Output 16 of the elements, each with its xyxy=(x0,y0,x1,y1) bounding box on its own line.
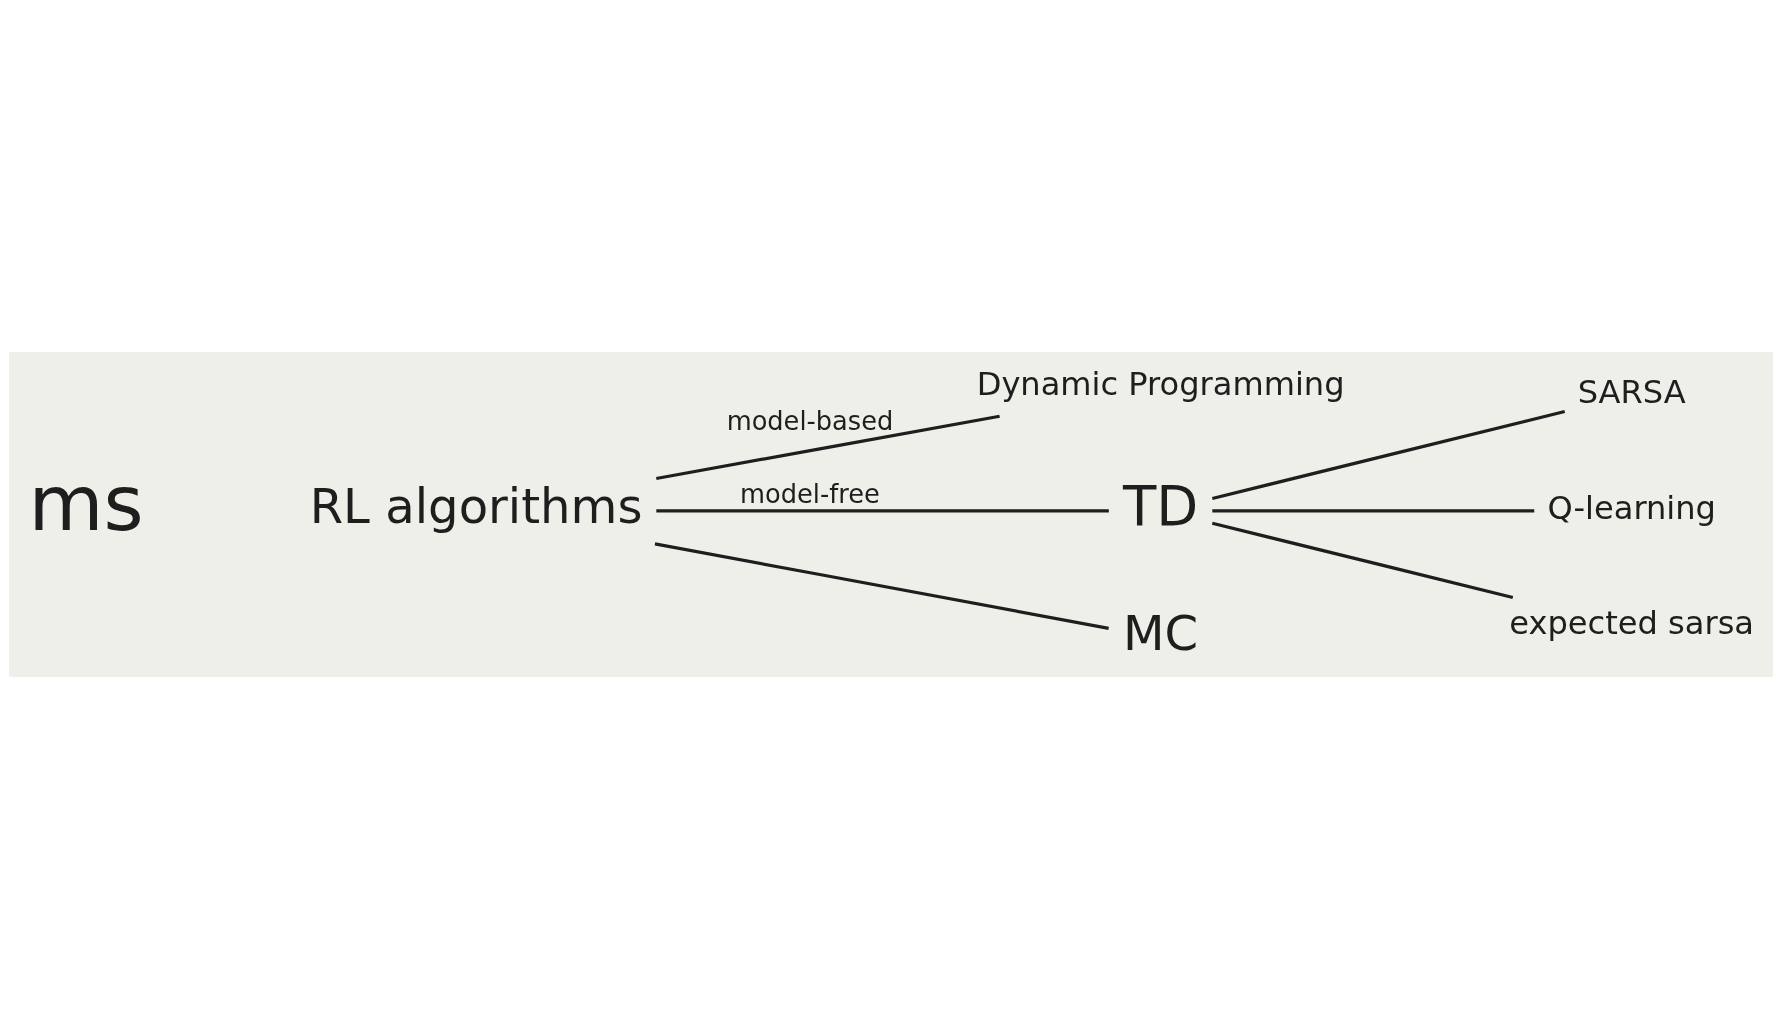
connector xyxy=(1212,508,1535,512)
node-text: expected sarsa xyxy=(1509,603,1755,642)
edge-label: model-free xyxy=(740,478,880,509)
node-text: Q-learning xyxy=(1547,488,1716,527)
node-text: Dynamic Programming xyxy=(976,364,1345,403)
edge-label: model-based xyxy=(726,405,894,436)
connector xyxy=(1211,409,1566,500)
connector xyxy=(1211,521,1514,599)
node-text: RL algorithms xyxy=(309,477,643,534)
connector xyxy=(654,541,1109,630)
node-text: MC xyxy=(1123,604,1199,661)
connector xyxy=(656,414,1000,480)
label: ms xyxy=(28,457,144,548)
node-text: TD xyxy=(1122,473,1199,538)
connector xyxy=(656,508,1109,512)
node-text: SARSA xyxy=(1577,372,1686,411)
